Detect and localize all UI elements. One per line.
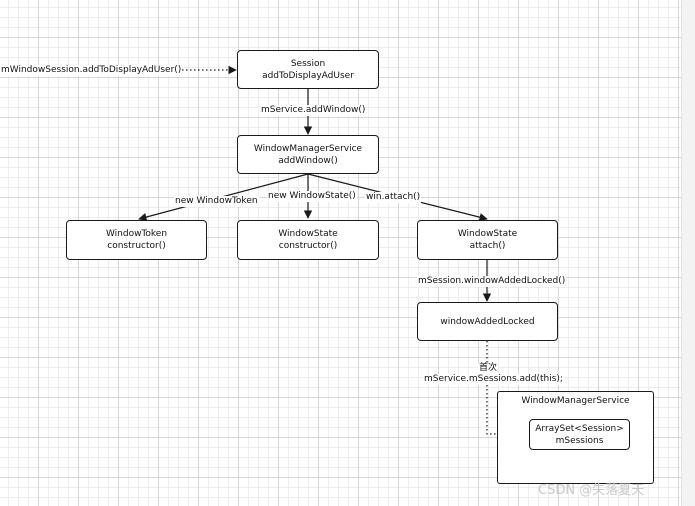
add-window-label: mService.addWindow() — [260, 105, 367, 116]
arrayset-box-field: mSessions — [555, 435, 604, 446]
session-box: Session addToDisplayAdUser — [237, 50, 379, 89]
arrayset-box: ArraySet<Session> mSessions — [529, 419, 630, 450]
window-state-ctor-box-title: WindowState — [278, 229, 338, 239]
entry-label: mWindowSession.addToDisplayAdUser() — [0, 65, 183, 76]
sessions-add-label: mService.mSessions.add(this); — [423, 374, 564, 385]
window-state-ctor-box-method: constructor() — [278, 241, 338, 251]
scrollbar-panel — [681, 0, 695, 506]
window-token-box-method: constructor() — [107, 241, 166, 251]
window-state-attach-box: WindowState attach() — [417, 220, 558, 260]
window-token-box-title: WindowToken — [105, 229, 168, 239]
session-box-method: addToDisplayAdUser — [262, 70, 354, 81]
wms-container-title: WindowManagerService — [521, 396, 630, 406]
arrayset-box-type: ArraySet<Session> — [535, 423, 624, 434]
win-attach-label: win.attach() — [365, 192, 422, 203]
window-state-ctor-box: WindowState constructor() — [237, 220, 379, 260]
wms-box-method: addWindow() — [278, 155, 338, 166]
window-added-locked-box-title: windowAddedLocked — [440, 316, 535, 327]
wms-box: WindowManagerService addWindow() — [237, 135, 379, 174]
first-time-label: 首次 — [478, 363, 499, 374]
session-box-title: Session — [290, 58, 326, 69]
window-token-box: WindowToken constructor() — [66, 220, 207, 260]
window-state-attach-box-title: WindowState — [457, 229, 518, 239]
window-state-attach-box-method: attach() — [469, 241, 506, 251]
wms-box-title: WindowManagerService — [253, 143, 363, 154]
csdn-watermark: CSDN @失落夏天 — [538, 483, 645, 498]
window-added-locked-box: windowAddedLocked — [417, 302, 558, 341]
new-token-label: new WindowToken — [174, 196, 259, 207]
window-added-locked-label: mSession.windowAddedLocked() — [417, 276, 567, 287]
new-state-label: new WindowState() — [267, 191, 357, 202]
